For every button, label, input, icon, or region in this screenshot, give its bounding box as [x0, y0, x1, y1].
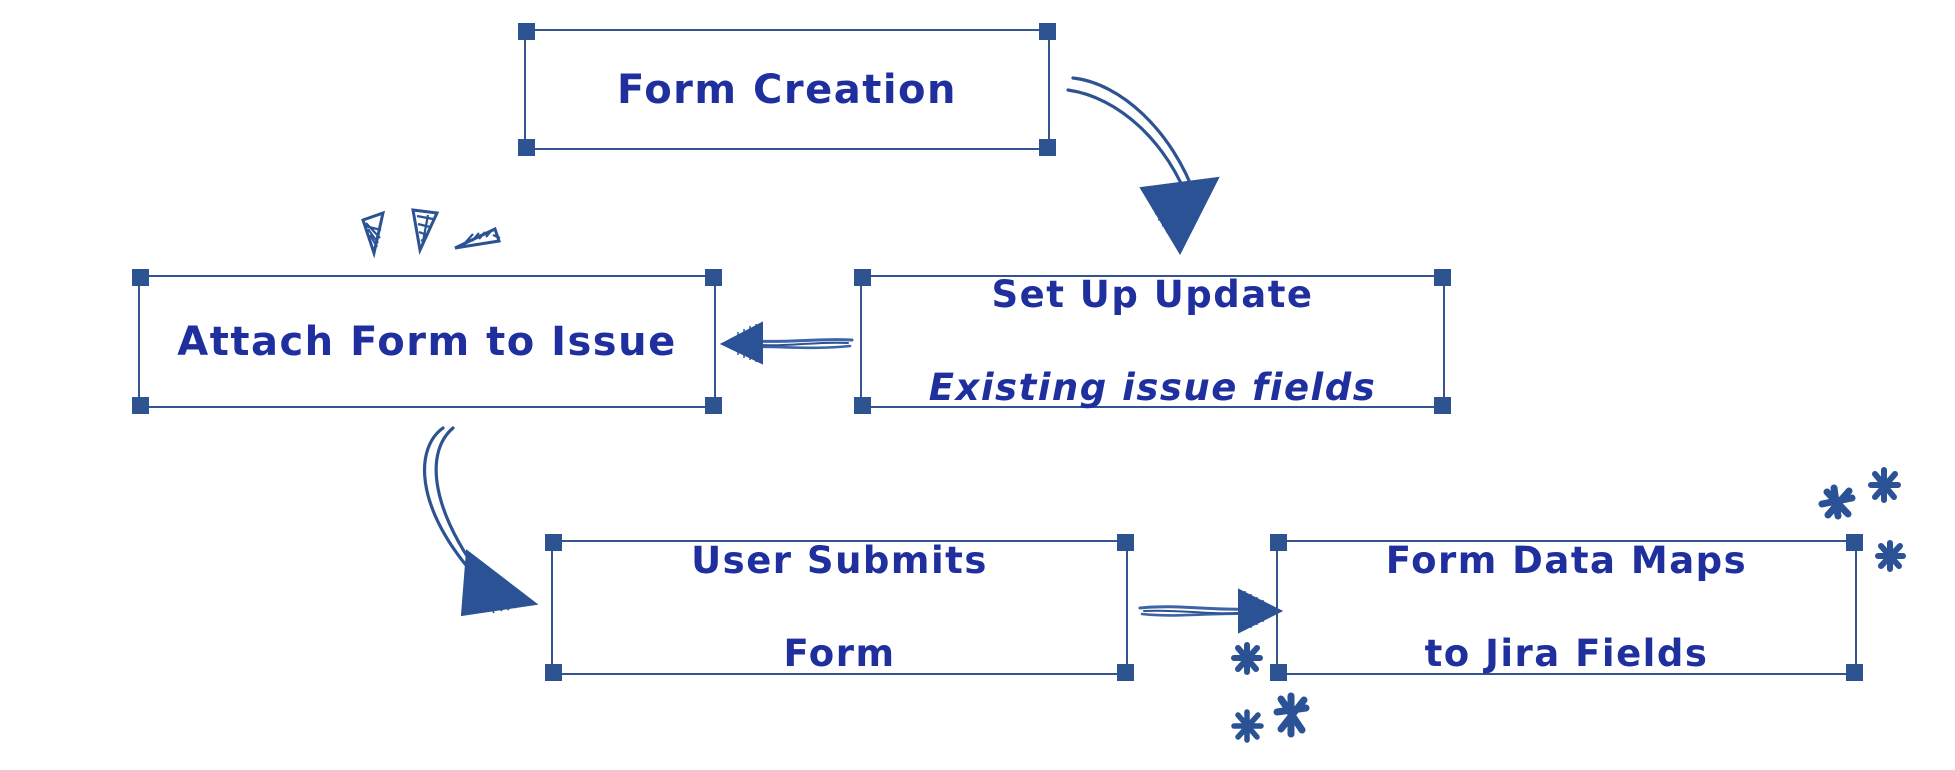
- triangle-spark-3: [454, 226, 501, 250]
- node-label: Set Up Update Existing issue fields: [929, 226, 1377, 457]
- resize-handle-top-right[interactable]: [705, 269, 722, 286]
- resize-handle-bottom-left[interactable]: [545, 664, 562, 681]
- connector-set-up-update-to-attach-form: [719, 321, 854, 365]
- triangle-spark-1: [361, 210, 386, 259]
- node-label-line-2: to Jira Fields: [1424, 631, 1709, 675]
- node-attach-form-to-issue[interactable]: Attach Form to Issue: [132, 269, 722, 414]
- resize-handle-bottom-left[interactable]: [854, 397, 871, 414]
- resize-handle-bottom-right[interactable]: [705, 397, 722, 414]
- node-label-line-1: User Submits: [691, 539, 988, 583]
- node-label: Attach Form to Issue: [177, 318, 677, 365]
- arrowhead-scribble: [719, 321, 763, 365]
- decoration-triangle-sparks-top-left: [361, 208, 501, 259]
- star-spark-1: [1818, 484, 1856, 520]
- resize-handle-bottom-right[interactable]: [1117, 664, 1134, 681]
- resize-handle-top-right[interactable]: [1846, 534, 1863, 551]
- resize-handle-top-right[interactable]: [1117, 534, 1134, 551]
- star-spark-5: [1231, 709, 1264, 743]
- node-form-creation[interactable]: Form Creation: [518, 23, 1056, 156]
- connector-user-submits-to-form-data-maps: [1138, 588, 1284, 634]
- connector-attach-form-to-user-submits: [422, 426, 539, 617]
- resize-handle-top-left[interactable]: [1270, 534, 1287, 551]
- node-label: User Submits Form: [691, 492, 988, 723]
- resize-handle-bottom-right[interactable]: [1434, 397, 1451, 414]
- resize-handle-bottom-left[interactable]: [518, 139, 535, 156]
- resize-handle-top-right[interactable]: [1039, 23, 1056, 40]
- arrowhead-scribble: [460, 549, 539, 617]
- star-spark-2: [1868, 467, 1901, 503]
- node-label: Form Data Maps to Jira Fields: [1386, 492, 1747, 723]
- resize-handle-top-left[interactable]: [518, 23, 535, 40]
- star-spark-6: [1273, 692, 1310, 738]
- node-form-data-maps-to-jira-fields[interactable]: Form Data Maps to Jira Fields: [1270, 534, 1863, 681]
- star-spark-3: [1875, 540, 1906, 572]
- arrowhead-scribble: [1238, 588, 1284, 634]
- node-label-line-1: Set Up Update: [991, 273, 1314, 317]
- node-user-submits-form[interactable]: User Submits Form: [545, 534, 1134, 681]
- resize-handle-top-right[interactable]: [1434, 269, 1451, 286]
- node-label-line-2: Existing issue fields: [928, 365, 1377, 409]
- node-set-up-update-existing-issue-fields[interactable]: Set Up Update Existing issue fields: [854, 269, 1451, 414]
- resize-handle-bottom-left[interactable]: [132, 397, 149, 414]
- node-label-line-1: Form Data Maps: [1385, 539, 1748, 583]
- node-label-line-2: Form: [783, 631, 896, 675]
- node-label: Form Creation: [616, 66, 957, 113]
- resize-handle-bottom-left[interactable]: [1270, 664, 1287, 681]
- resize-handle-bottom-right[interactable]: [1039, 139, 1056, 156]
- resize-handle-bottom-right[interactable]: [1846, 664, 1863, 681]
- resize-handle-top-left[interactable]: [545, 534, 562, 551]
- resize-handle-top-left[interactable]: [132, 269, 149, 286]
- star-spark-4: [1231, 642, 1263, 675]
- triangle-spark-2: [411, 208, 440, 256]
- resize-handle-top-left[interactable]: [854, 269, 871, 286]
